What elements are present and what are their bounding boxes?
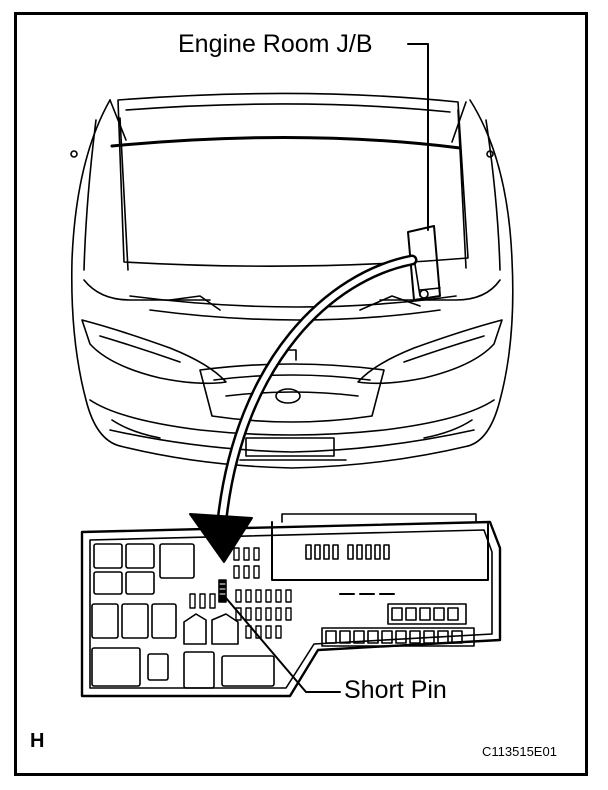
junction-block-closeup (80, 513, 502, 698)
short-pin-leader (225, 597, 341, 693)
engine-room-jb-label: Engine Room J/B (178, 30, 373, 58)
curved-arrow (189, 254, 418, 563)
short-pin-label: Short Pin (344, 676, 447, 704)
corner-letter: H (30, 730, 45, 752)
figure-border (14, 12, 588, 776)
engine-room-jb-leader (407, 43, 429, 231)
short-pin-marker (218, 579, 227, 603)
figure-code: C113515E01 (482, 744, 557, 759)
car-front-illustration (70, 92, 514, 469)
